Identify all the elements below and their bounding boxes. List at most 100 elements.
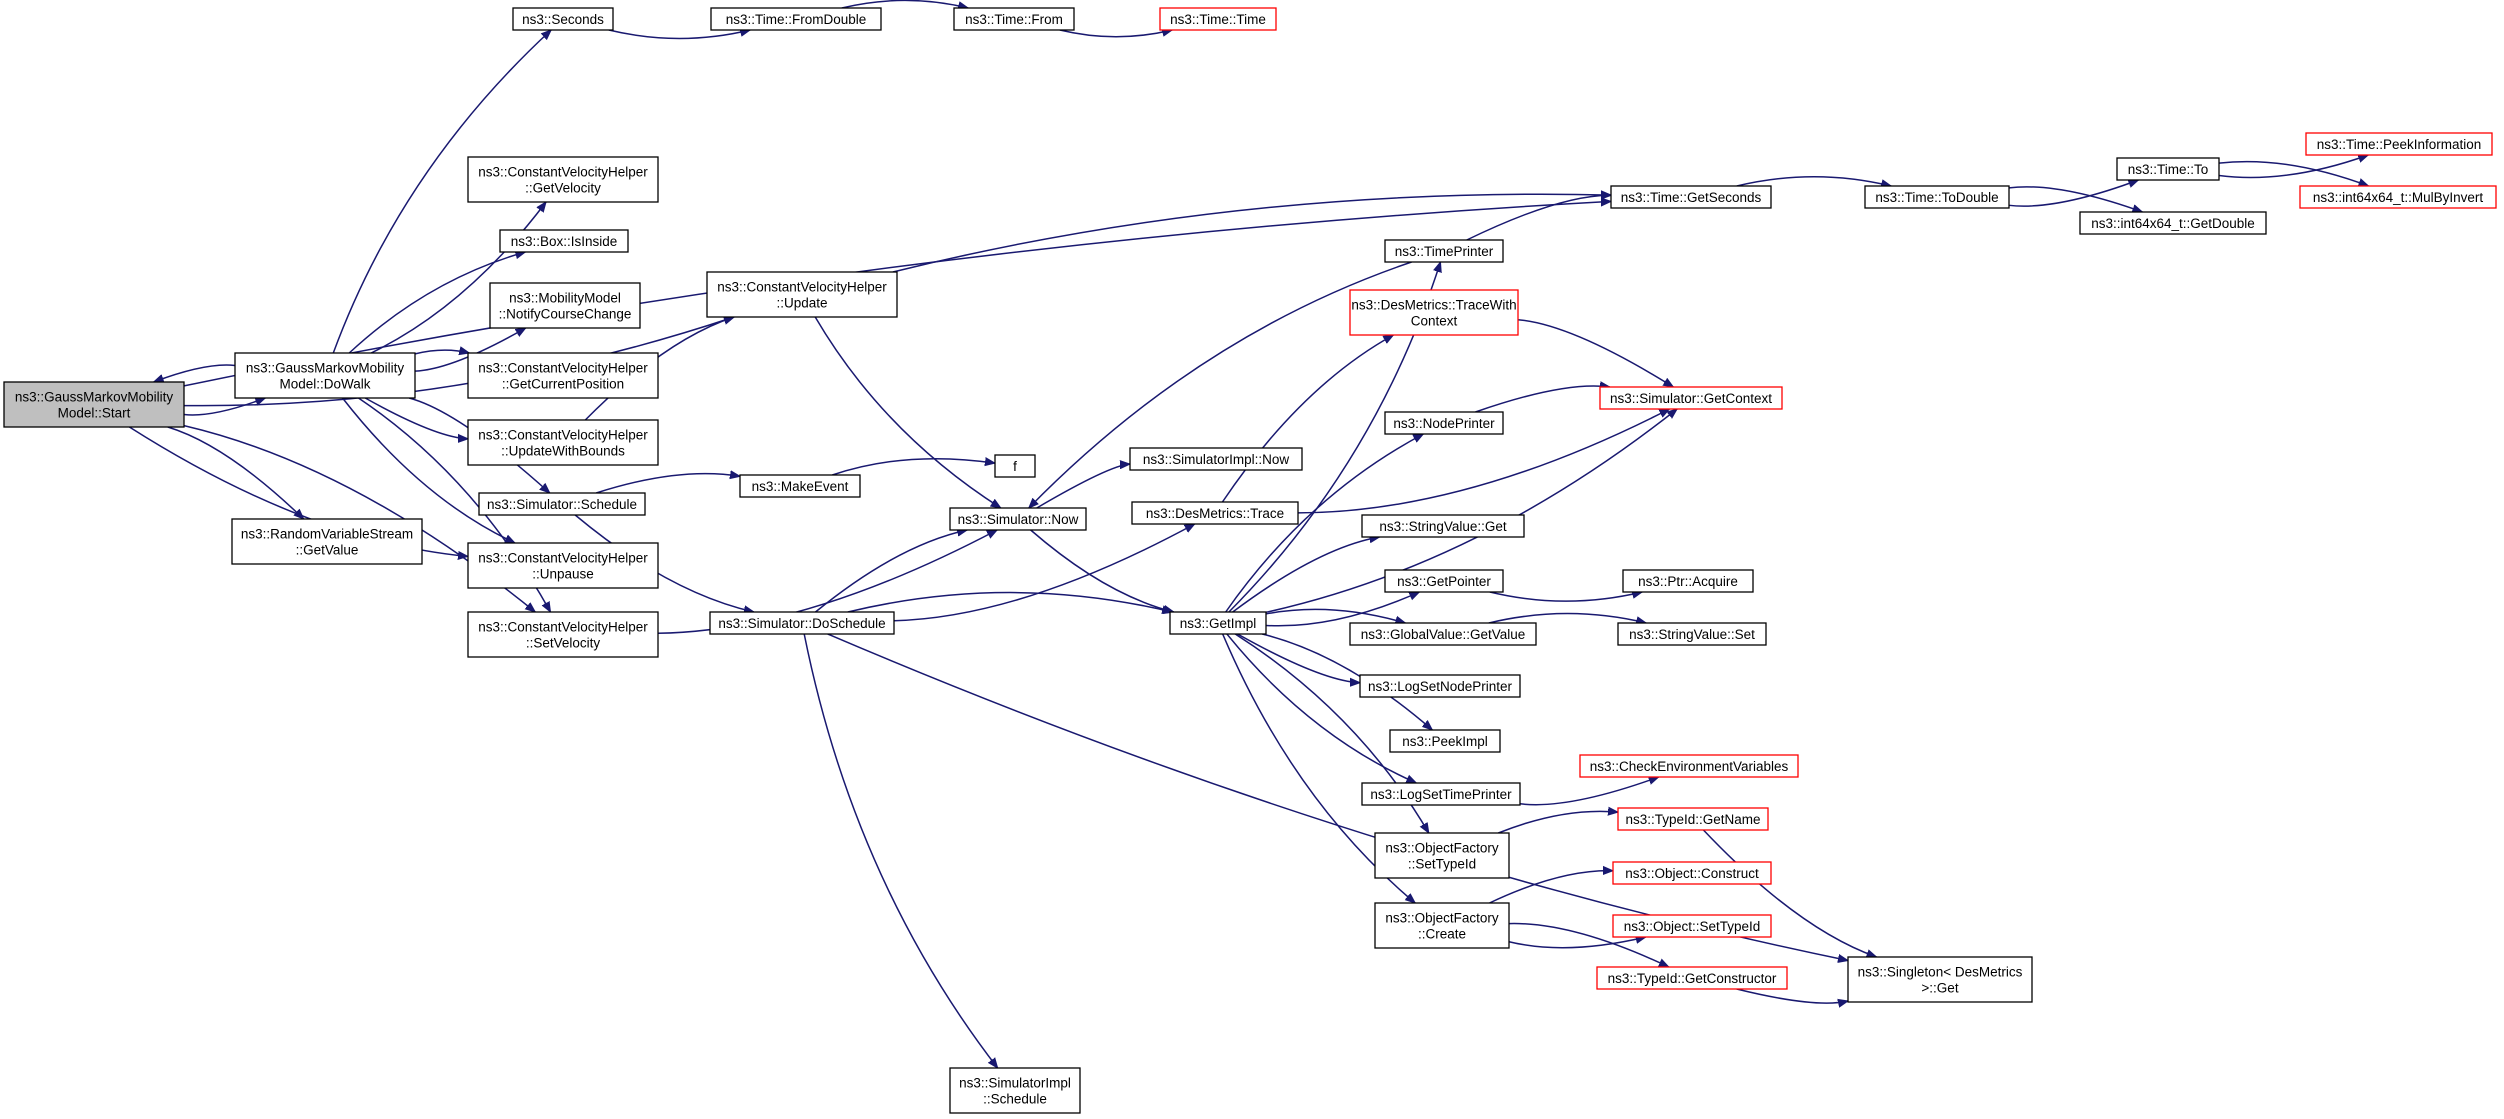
node-sim-schedule[interactable]: ns3::Simulator::Schedule — [478, 492, 646, 516]
node-nodeprinter[interactable]: ns3::NodePrinter — [1384, 411, 1504, 435]
node-int64-getdouble[interactable]: ns3::int64x64_t::GetDouble — [2079, 211, 2267, 235]
edge-sim-doschedule-to-desmetrics-trace — [893, 523, 1195, 622]
node-of-settypeid[interactable]: ns3::ObjectFactory::SetTypeId — [1374, 832, 1510, 879]
node-time-from[interactable]: ns3::Time::From — [953, 7, 1075, 31]
node-peekimpl[interactable]: ns3::PeekImpl — [1389, 729, 1501, 753]
node-cvh-updatewb[interactable]: ns3::ConstantVelocityHelper::UpdateWithB… — [467, 419, 659, 466]
node-checkenv[interactable]: ns3::CheckEnvironmentVariables — [1579, 754, 1799, 778]
node-time-to-label-1: ns3::Time::To — [2128, 162, 2209, 177]
node-time-peekinfo[interactable]: ns3::Time::PeekInformation — [2305, 132, 2493, 156]
node-cvh-updatewb-box — [467, 419, 659, 466]
node-gv-getvalue[interactable]: ns3::GlobalValue::GetValue — [1349, 622, 1537, 646]
node-logsetnodeprinter-box — [1359, 674, 1521, 698]
node-singleton-get[interactable]: ns3::Singleton< DesMetrics >::Get — [1847, 956, 2033, 1003]
node-simimpl-now-label-1: ns3::SimulatorImpl::Now — [1143, 452, 1290, 467]
edge-nodeprinter-to-sim-getcontext — [1475, 386, 1609, 413]
node-sim-doschedule[interactable]: ns3::Simulator::DoSchedule — [709, 611, 895, 635]
edge-getimpl-to-peekimpl — [1262, 633, 1432, 730]
node-cvh-getcurpos-label-1: ns3::ConstantVelocityHelper — [478, 361, 648, 376]
node-time-peekinfo-box — [2305, 132, 2493, 156]
edge-cvh-update-to-time-getseconds — [892, 194, 1611, 273]
node-f-label-1: f — [1013, 459, 1017, 474]
node-box-isinside[interactable]: ns3::Box::IsInside — [499, 229, 629, 253]
node-mm-notify[interactable]: ns3::MobilityModel::NotifyCourseChange — [489, 282, 641, 329]
node-logsetnodeprinter[interactable]: ns3::LogSetNodePrinter — [1359, 674, 1521, 698]
edge-getimpl-to-sim-getcontext — [1265, 409, 1677, 614]
edge-layer — [128, 0, 2368, 1068]
node-of-create[interactable]: ns3::ObjectFactory::Create — [1374, 902, 1510, 949]
node-time-time[interactable]: ns3::Time::Time — [1159, 7, 1277, 31]
edge-dowalk-to-seconds — [332, 30, 551, 354]
node-cvh-update[interactable]: ns3::ConstantVelocityHelper::Update — [706, 271, 898, 318]
node-typeid-getname[interactable]: ns3::TypeId::GetName — [1617, 807, 1769, 831]
node-sim-schedule-label-1: ns3::Simulator::Schedule — [487, 497, 637, 512]
node-time-todouble-label-1: ns3::Time::ToDouble — [1875, 190, 1998, 205]
node-start-label-2: Model::Start — [58, 406, 131, 421]
node-stringvalue-get[interactable]: ns3::StringValue::Get — [1361, 514, 1525, 538]
node-int64-mulbyinvert[interactable]: ns3::int64x64_t::MulByInvert — [2299, 185, 2497, 209]
node-fromdouble[interactable]: ns3::Time::FromDouble — [710, 7, 882, 31]
node-getimpl-box — [1169, 611, 1267, 635]
node-makeevent[interactable]: ns3::MakeEvent — [739, 474, 861, 498]
edge-cvh-updatewb-to-cvh-update — [584, 317, 734, 421]
node-timeprinter[interactable]: ns3::TimePrinter — [1384, 239, 1504, 263]
node-time-getseconds-box — [1610, 185, 1772, 209]
node-object-settypeid[interactable]: ns3::Object::SetTypeId — [1612, 914, 1772, 938]
node-cvh-unpause[interactable]: ns3::ConstantVelocityHelper::Unpause — [467, 542, 659, 589]
node-logsettimeprinter[interactable]: ns3::LogSetTimePrinter — [1361, 782, 1521, 806]
edge-getimpl-to-gv-getvalue — [1265, 608, 1405, 623]
node-sim-schedule-box — [478, 492, 646, 516]
edge-start-to-time-getseconds — [183, 201, 1611, 387]
node-simimpl-now[interactable]: ns3::SimulatorImpl::Now — [1129, 447, 1303, 471]
edge-sim-doschedule-to-sim-now — [815, 530, 967, 613]
edge-timeprinter-to-sim-now — [1029, 261, 1412, 508]
node-cvh-getcurpos[interactable]: ns3::ConstantVelocityHelper::GetCurrentP… — [467, 352, 659, 399]
node-time-getseconds[interactable]: ns3::Time::GetSeconds — [1610, 185, 1772, 209]
node-object-construct[interactable]: ns3::Object::Construct — [1612, 861, 1772, 885]
node-cvh-getvelocity[interactable]: ns3::ConstantVelocityHelper::GetVelocity — [467, 156, 659, 203]
node-time-to-box — [2116, 157, 2220, 181]
node-cvh-update-box — [706, 271, 898, 318]
node-typeid-getctor[interactable]: ns3::TypeId::GetConstructor — [1596, 966, 1788, 990]
node-time-to[interactable]: ns3::Time::To — [2116, 157, 2220, 181]
node-desmetrics-trace[interactable]: ns3::DesMetrics::Trace — [1131, 501, 1299, 525]
node-getpointer[interactable]: ns3::GetPointer — [1384, 569, 1504, 593]
node-time-todouble[interactable]: ns3::Time::ToDouble — [1864, 185, 2010, 209]
node-time-todouble-box — [1864, 185, 2010, 209]
edge-start-to-cvh-unpause — [128, 426, 468, 556]
node-seconds[interactable]: ns3::Seconds — [512, 7, 614, 31]
node-layer: ns3::GaussMarkovMobilityModel::Startns3:… — [3, 7, 2497, 1114]
edge-timeprinter-to-time-getseconds — [1466, 195, 1611, 241]
node-checkenv-box — [1579, 754, 1799, 778]
node-sim-getcontext[interactable]: ns3::Simulator::GetContext — [1599, 386, 1783, 410]
node-timeprinter-label-1: ns3::TimePrinter — [1395, 244, 1494, 259]
node-typeid-getname-box — [1617, 807, 1769, 831]
node-getimpl-label-1: ns3::GetImpl — [1180, 616, 1257, 631]
node-gv-getvalue-label-1: ns3::GlobalValue::GetValue — [1361, 627, 1526, 642]
edge-gv-getvalue-to-stringvalue-set — [1488, 612, 1646, 623]
edge-desmetrics-trace-to-sim-getcontext — [1297, 408, 1669, 514]
node-stringvalue-set[interactable]: ns3::StringValue::Set — [1617, 622, 1767, 646]
node-simimpl-now-box — [1129, 447, 1303, 471]
node-typeid-getctor-label-1: ns3::TypeId::GetConstructor — [1608, 971, 1777, 986]
edge-typeid-getctor-to-singleton-get — [1736, 988, 1848, 1003]
node-rvs-getvalue[interactable]: ns3::RandomVariableStream::GetValue — [231, 518, 423, 565]
node-sim-doschedule-label-1: ns3::Simulator::DoSchedule — [718, 616, 885, 631]
edge-getpointer-to-ptr-acquire — [1489, 592, 1642, 602]
node-sim-now[interactable]: ns3::Simulator::Now — [949, 507, 1087, 531]
edge-sim-schedule-to-sim-doschedule — [574, 514, 754, 612]
node-cvh-setvelocity[interactable]: ns3::ConstantVelocityHelper::SetVelocity — [467, 611, 659, 658]
node-simimpl-schedule[interactable]: ns3::SimulatorImpl::Schedule — [949, 1067, 1081, 1114]
node-ptr-acquire-label-1: ns3::Ptr::Acquire — [1638, 574, 1738, 589]
node-f[interactable]: f — [994, 454, 1036, 478]
node-box-isinside-box — [499, 229, 629, 253]
node-ptr-acquire[interactable]: ns3::Ptr::Acquire — [1622, 569, 1754, 593]
node-stringvalue-set-box — [1617, 622, 1767, 646]
edge-sim-now-to-simimpl-now — [1036, 464, 1130, 509]
node-getimpl[interactable]: ns3::GetImpl — [1169, 611, 1267, 635]
node-singleton-get-label-2: >::Get — [1921, 981, 1958, 996]
node-time-peekinfo-label-1: ns3::Time::PeekInformation — [2317, 137, 2482, 152]
